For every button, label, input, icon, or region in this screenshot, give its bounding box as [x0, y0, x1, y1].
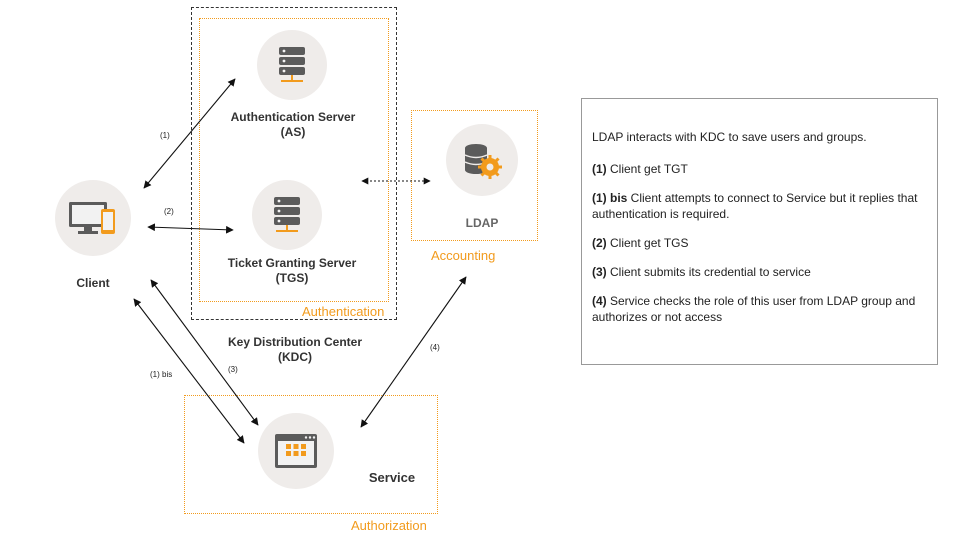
authorization-label: Authorization — [351, 518, 427, 533]
client-node — [55, 180, 131, 256]
auth-server-label: Authentication Server (AS) — [230, 110, 356, 139]
client-label: Client — [76, 276, 110, 290]
arrow-client-service-credential — [150, 279, 259, 426]
authorization-group — [184, 395, 438, 514]
legend-item-3: (3) Client submits its credential to ser… — [592, 265, 811, 279]
ldap-label: LDAP — [465, 216, 499, 230]
legend-item-1bis: (1) bis Client attempts to connect to Se… — [592, 191, 918, 221]
legend-item-2: (2) Client get TGS — [592, 236, 689, 250]
server-stack-icon — [279, 47, 305, 82]
computer-devices-icon — [69, 202, 115, 234]
accounting-label: Accounting — [431, 248, 496, 263]
service-node — [258, 413, 334, 489]
ldap-node — [446, 124, 518, 196]
database-gear-icon — [464, 144, 502, 179]
tgs-node — [252, 180, 322, 250]
legend-intro: LDAP interacts with KDC to save users an… — [592, 130, 867, 144]
server-stack-icon — [274, 197, 300, 232]
legend-box: LDAP interacts with KDC to save users an… — [581, 98, 938, 365]
arrow-client-as — [143, 78, 236, 189]
accounting-group — [411, 110, 538, 241]
step-label-1bis: (1) bis — [150, 370, 173, 379]
step-label-2: (2) — [164, 207, 174, 216]
legend-item-1: (1) Client get TGT — [592, 162, 688, 176]
step-label-1: (1) — [160, 131, 170, 140]
kdc-label: Key Distribution Center (KDC) — [227, 335, 362, 364]
arrow-service-ldap — [360, 276, 467, 428]
step-label-4: (4) — [430, 343, 440, 352]
service-label: Service — [368, 470, 416, 485]
arrow-client-tgs — [147, 223, 234, 234]
legend-item-4: (4) Service checks the role of this user… — [592, 294, 916, 324]
app-window-icon — [275, 434, 317, 468]
auth-server-node — [257, 30, 327, 100]
tgs-label: Ticket Granting Server (TGS) — [227, 256, 357, 285]
step-label-3: (3) — [228, 365, 238, 374]
